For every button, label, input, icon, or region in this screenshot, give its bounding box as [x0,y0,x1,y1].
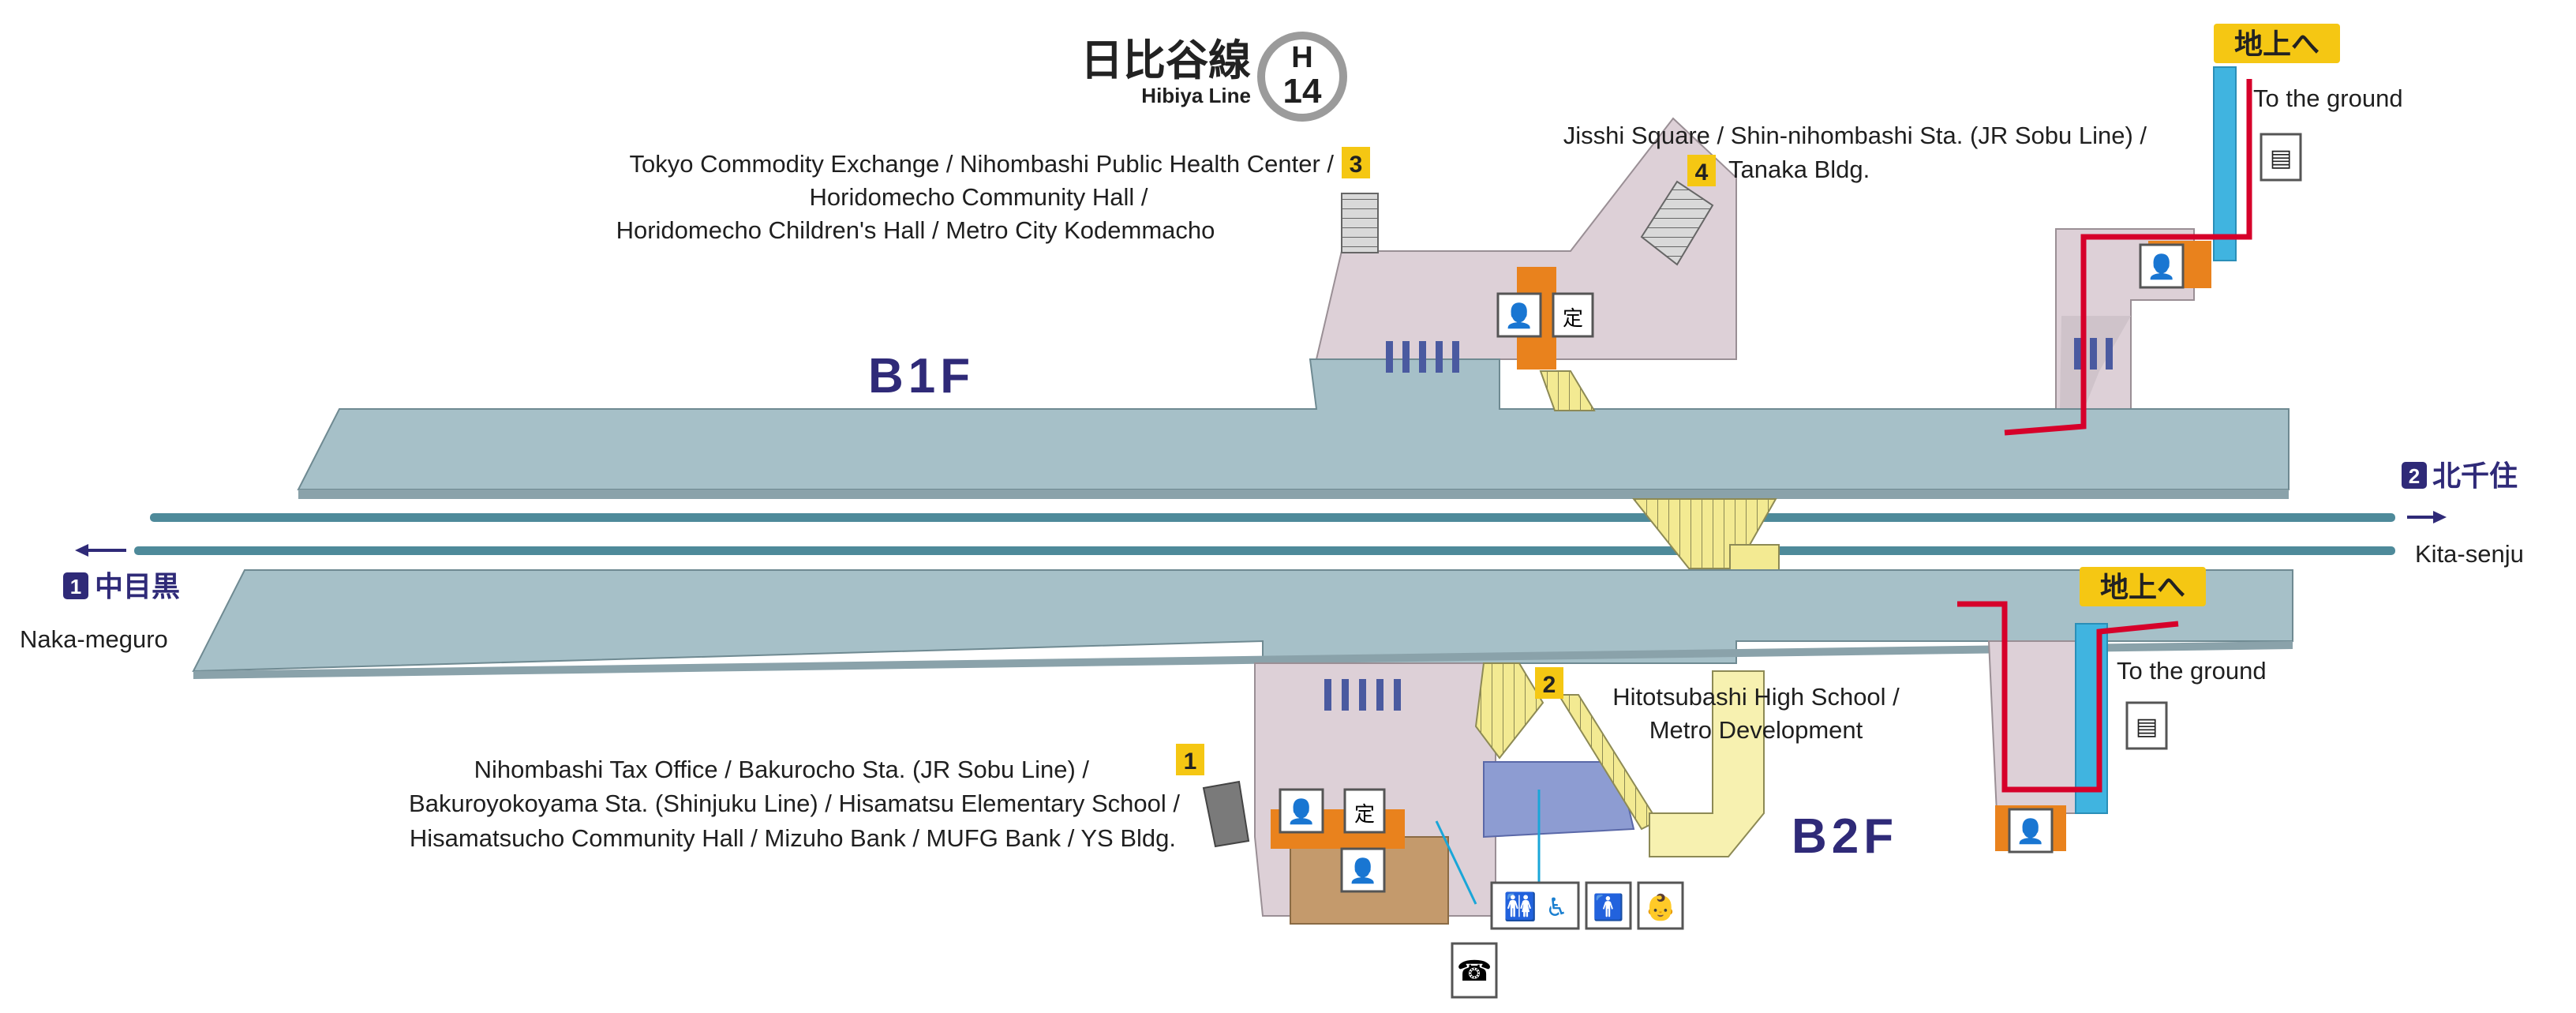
line-badge: H 14 日比谷線 Hibiya Line [1080,32,1347,122]
exit1-stairs [1202,780,1250,848]
svg-text:Horidomecho Children's Hall /: Horidomecho Children's Hall / Metro City… [616,216,1215,244]
direction-2-name-jp: 北千住 [2432,460,2518,493]
exit-2-label: 2 Hitotsubashi High School / Metro Devel… [1535,667,1900,744]
ticket-gate-icon-b2f: 👤 [1279,788,1324,834]
ticket-gate-icon: 👤 [1496,292,1542,338]
svg-text:2: 2 [2409,464,2420,488]
exit4-stairs [1640,180,1714,266]
exit-1-label: Nihombashi Tax Office / Bakurocho Sta. (… [409,744,1204,852]
svg-text:Metro Development: Metro Development [1649,716,1863,744]
svg-text:▤: ▤ [2270,145,2292,171]
direction-1-name-jp: 中目黒 [95,571,180,603]
elevator-sign-top: 地上へ To the ground ▤ [2214,24,2403,182]
elevator-sign-bottom: 地上へ To the ground ▤ [2080,567,2267,750]
svg-text:🚻: 🚻 [1503,891,1537,922]
svg-text:地上へ: 地上へ [2234,28,2320,61]
svg-text:👤: 👤 [1286,797,1316,825]
station-office-icon-b2f: 👤 [1340,847,1386,893]
ticket-gate-icon-east: 👤 [2139,243,2185,289]
elevator-bottom-label: To the ground [2117,657,2267,685]
b2f-elevator-shaft [2075,623,2108,814]
track-southbound [134,546,2395,555]
b2f-level [192,569,2293,925]
elevator-top-label: To the ground [2253,84,2403,112]
svg-text:Tokyo Commodity Exchange / Nih: Tokyo Commodity Exchange / Nihombashi Pu… [629,150,1334,178]
direction-2: 2 北千住 Kita-senju [2402,460,2524,568]
tracks [75,498,2447,591]
svg-text:Tanaka Bldg.: Tanaka Bldg. [1728,156,1870,183]
svg-text:☎: ☎ [1457,955,1492,987]
svg-text:Hitotsubashi High School /: Hitotsubashi High School / [1612,683,1900,711]
exit-1-badge [1176,744,1204,775]
svg-text:Bakuroyokoyama Sta. (Shinjuku: Bakuroyokoyama Sta. (Shinjuku Line) / Hi… [409,790,1180,817]
exit-4-badge [1687,155,1716,186]
b2f-restroom-area [1483,761,1635,839]
svg-text:Nihombashi Tax Office / Bakuro: Nihombashi Tax Office / Bakurocho Sta. (… [474,756,1090,783]
b2f-platform-edge [193,641,2293,679]
svg-text:👤: 👤 [1348,857,1377,884]
restroom-icon: 🚻 ♿ [1490,881,1580,930]
exit-2-badge [1535,667,1563,699]
svg-text:Hisamatsucho Community Hall /: Hisamatsucho Community Hall / Mizuho Ban… [410,824,1176,852]
b1f-platform [297,358,2290,490]
direction-1-name-en: Naka-meguro [20,625,168,653]
svg-text:Jisshi Square / Shin-nihombash: Jisshi Square / Shin-nihombashi Sta. (JR… [1563,122,2147,149]
exit3-stairs [1341,193,1379,253]
track-northbound [150,513,2395,522]
elevator-icon-bottom [2125,701,2168,750]
b1f-down-stairs [1539,370,1596,411]
line-name-jp: 日比谷線 [1080,36,1251,85]
exit2-stairs [1474,662,1544,760]
line-symbol [1257,32,1347,122]
direction-2-name-en: Kita-senju [2415,540,2524,568]
exit-4-label: Jisshi Square / Shin-nihombashi Sta. (JR… [1563,122,2147,186]
svg-text:👤: 👤 [1504,302,1533,329]
b2f-platform [192,569,2293,673]
svg-text:地上へ: 地上へ [2100,572,2185,604]
svg-text:♿: ♿ [1545,893,1568,921]
telephone-icon: ☎ [1451,942,1498,999]
b1f-platform-edge [298,490,2289,499]
ticket-gate-icon-b2f-east: 👤 [2008,808,2054,854]
b1f-ticket-gates [1386,338,2113,373]
commuter-pass-icon: 定 [1552,292,1594,338]
exit-3-badge [1342,147,1370,178]
direction-1: 1 中目黒 Naka-meguro [20,571,180,653]
floor-label-b2f: B2F [1792,809,1898,864]
svg-text:▤: ▤ [2136,714,2158,740]
b1f-elevator-route [2004,79,2252,436]
line-letter: H [1291,41,1312,74]
elevator-icon-top [2260,133,2302,182]
multipurpose-room-icon: 🚹 [1585,881,1632,930]
svg-text:1: 1 [1184,748,1197,775]
svg-text:定: 定 [1354,803,1375,827]
svg-text:👤: 👤 [2016,817,2045,845]
ticket-machine-icon-b2f: 定 [1343,788,1386,834]
svg-text:1: 1 [70,575,81,598]
svg-text:👤: 👤 [2147,253,2176,280]
line-number: 14 [1283,72,1322,111]
svg-text:Horidomecho Community Hall /: Horidomecho Community Hall / [810,183,1148,211]
svg-text:3: 3 [1350,152,1363,178]
svg-text:2: 2 [1543,672,1556,698]
exit2-corridor [1649,670,1765,857]
baby-room-icon: 👶 [1637,881,1684,930]
b2f-elevator-route [1957,601,2179,793]
b1f-elevator-shaft [2213,66,2237,261]
line-name-en: Hibiya Line [1141,84,1251,107]
exit-3-label: Tokyo Commodity Exchange / Nihombashi Pu… [616,147,1370,244]
svg-text:🚹: 🚹 [1593,893,1624,921]
svg-text:4: 4 [1695,159,1709,186]
floor-label-b1f: B1F [868,349,975,403]
svg-text:定: 定 [1563,307,1583,331]
svg-text:👶: 👶 [1645,893,1676,921]
